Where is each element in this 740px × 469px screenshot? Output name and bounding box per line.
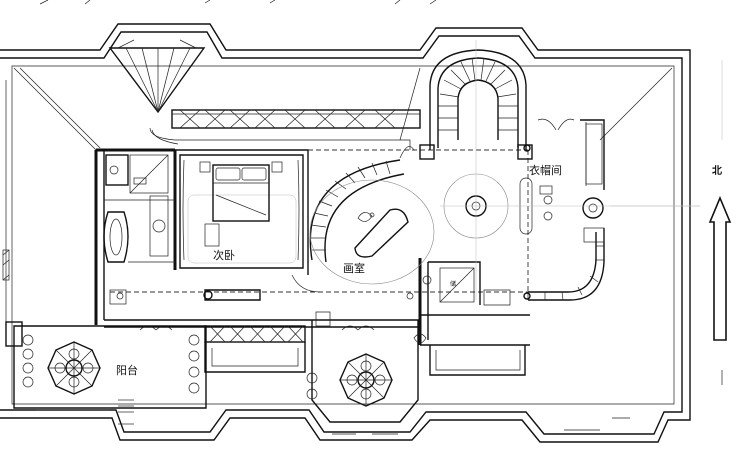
north-label: 北: [712, 164, 722, 177]
room-label-studio: 画室: [343, 261, 365, 275]
corridor-rail: [109, 274, 414, 305]
umbrella-table-icon: [47, 341, 393, 407]
room-label-small: 储: [450, 280, 456, 288]
bottom-window-strip: [204, 325, 306, 343]
room-label-bedroom: 次卧: [213, 248, 235, 262]
bathroom: [103, 154, 175, 263]
studio-furniture: [309, 179, 435, 285]
bedroom-second: [182, 159, 300, 264]
room-label-balcony: 阳台: [116, 363, 138, 377]
left-dimension-marks: [2, 80, 10, 330]
roof-gable: [108, 39, 206, 114]
interior-walls: [94, 127, 530, 346]
bottom-bays: [139, 311, 526, 423]
studio-arc-bench: [309, 146, 415, 263]
bed-icon: [212, 164, 270, 222]
north-arrow-icon: 北: [708, 164, 732, 341]
bottom-dimension-marks: [36, 370, 723, 435]
outer-wall: [0, 23, 691, 443]
balcony-west: [5, 321, 207, 409]
top-window-strip: [171, 109, 421, 129]
staircase-icon: [419, 49, 533, 160]
small-room: [413, 267, 511, 344]
room-label-cloakroom: 衣帽间: [529, 163, 562, 177]
roof-hip-lines: [13, 67, 673, 151]
top-edge-fragments: [39, 0, 437, 5]
